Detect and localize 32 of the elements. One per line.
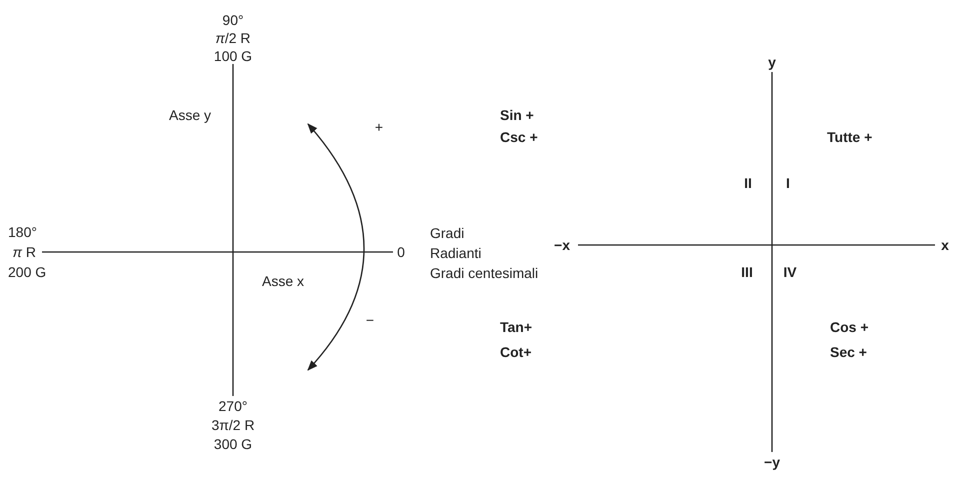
axis-label: Tutte +	[827, 130, 872, 144]
axis-label: Gradi	[430, 226, 464, 240]
axis-label: 200 G	[8, 265, 46, 279]
axis-label: 3π/2 R	[211, 418, 255, 432]
axis-label: π R	[12, 245, 36, 259]
axis-label: IV	[783, 265, 797, 279]
axis-label: Sin +	[500, 108, 534, 122]
axis-label: +	[374, 120, 384, 134]
axis-label: III	[741, 265, 753, 279]
axis-label: Cot+	[500, 345, 532, 359]
axis-label: Csc +	[500, 130, 538, 144]
axis-label: x	[941, 238, 949, 252]
axis-label: Tan+	[500, 320, 532, 334]
axis-label: Sec +	[830, 345, 867, 359]
axis-label: y	[768, 55, 776, 69]
axis-label: Gradi centesimali	[430, 266, 538, 280]
axis-label: Asse y	[169, 108, 211, 122]
axis-label: −y	[764, 455, 780, 469]
axis-label: −x	[554, 238, 570, 252]
axis-label: Asse x	[262, 274, 304, 288]
axis-label: 180°	[8, 225, 37, 239]
axis-label: Cos +	[830, 320, 869, 334]
axis-label: 300 G	[214, 437, 252, 451]
axis-label: −	[366, 313, 374, 327]
axis-label: 100 G	[214, 49, 252, 63]
axis-label: Radianti	[430, 246, 482, 260]
axis-label: II	[744, 176, 752, 190]
axis-label: 270°	[218, 399, 248, 413]
axis-label: 90°	[222, 13, 244, 27]
axis-label: π/2 R	[215, 31, 251, 45]
axis-label: I	[786, 176, 790, 190]
axis-label: 0	[397, 245, 405, 259]
